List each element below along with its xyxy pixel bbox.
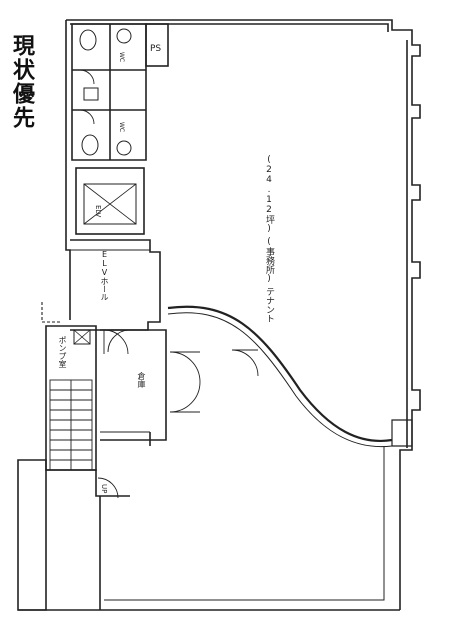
storage-wall	[100, 329, 167, 441]
core-wall-left	[65, 20, 71, 320]
elv-hall-label: ELVホール	[100, 250, 109, 301]
elv-shaft	[75, 167, 145, 235]
pump-room-label: ポンプ室	[58, 336, 67, 368]
tenant-name: テナント	[264, 287, 274, 323]
pump-box	[73, 329, 91, 345]
ps-label: PS	[150, 44, 162, 54]
ps-box	[145, 23, 169, 67]
tenant-area: (24.12坪)	[264, 155, 274, 234]
status-badge: 現状優先	[9, 34, 34, 130]
elv-label: ELV	[94, 205, 102, 218]
elv-hall-wall	[70, 239, 161, 331]
door-swings	[79, 69, 259, 499]
storage-label: 倉庫	[137, 372, 146, 388]
lower-left-wall	[17, 459, 47, 611]
tenant-use: (事務所)	[264, 237, 274, 284]
stairs	[49, 379, 93, 471]
wc-label-lower: WC	[118, 122, 125, 133]
wc-fixtures	[79, 28, 132, 156]
curved-partition	[167, 305, 393, 442]
up-label: UP	[100, 484, 108, 494]
tenant-label: テナント (事務所) (24.12坪)	[264, 155, 274, 323]
outer-wall	[66, 19, 421, 610]
wc-block	[71, 23, 147, 161]
wc-label-upper: WC	[118, 52, 125, 63]
inner-wall-top	[70, 23, 389, 32]
